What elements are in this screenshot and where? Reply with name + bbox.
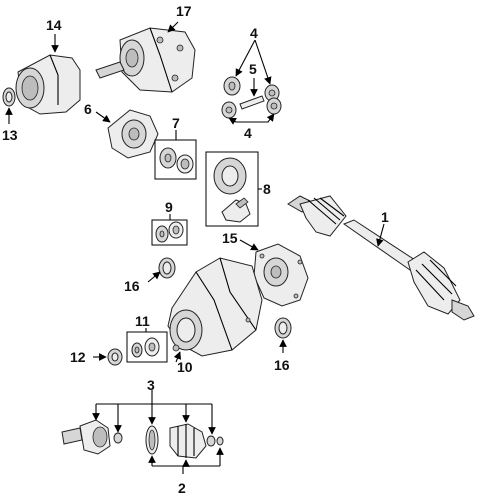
callout-7: 7 <box>172 115 180 131</box>
carrier-cover-part-15[interactable] <box>253 243 309 307</box>
callout-14: 14 <box>46 17 62 33</box>
callout-11: 11 <box>135 313 150 329</box>
clamp-small-left[interactable] <box>113 432 123 444</box>
clamp-small-right-1[interactable] <box>206 435 216 447</box>
carrier-housing-part-14[interactable] <box>15 54 81 115</box>
pinion-gear-part-4-left[interactable] <box>223 76 241 96</box>
callout-15: 15 <box>222 230 238 246</box>
part-11-group-box <box>126 331 168 363</box>
seal-part-12[interactable] <box>107 348 123 366</box>
pinion-shaft-part-5[interactable] <box>239 95 265 110</box>
callout-12: 12 <box>70 349 86 365</box>
callout-2: 2 <box>178 480 186 496</box>
callout-17: 17 <box>176 3 192 19</box>
differential-case-part-6[interactable] <box>107 109 159 159</box>
carrier-case-part-10[interactable] <box>167 257 263 357</box>
callout-labels: 14 13 17 4 5 4 6 7 8 1 9 15 16 11 12 10 … <box>2 3 389 496</box>
outer-cv-joint-housing[interactable] <box>61 419 111 455</box>
seal-part-16-upper[interactable] <box>158 257 176 279</box>
callout-16-lower: 16 <box>274 357 290 373</box>
seal-part-16-lower[interactable] <box>274 317 292 339</box>
side-gear-part-4-lower-right[interactable] <box>266 97 282 115</box>
cv-boot-clamp-ring[interactable] <box>145 425 159 455</box>
bearing-part-7[interactable] <box>159 147 194 174</box>
differential-assembly-part-17[interactable] <box>95 27 196 93</box>
callout-9: 9 <box>165 199 173 215</box>
callout-1: 1 <box>381 209 389 225</box>
side-gear-part-4-lower-left[interactable] <box>221 101 237 119</box>
callout-4-bottom: 4 <box>244 125 252 141</box>
callout-8: 8 <box>263 181 271 197</box>
bearing-part-11[interactable] <box>131 337 160 358</box>
leader-lines <box>5 21 385 474</box>
callout-16-upper: 16 <box>124 278 140 294</box>
ring-and-pinion-part-8[interactable] <box>213 157 251 223</box>
cv-boot[interactable] <box>169 423 207 459</box>
callout-5: 5 <box>249 61 257 77</box>
bearing-part-9[interactable] <box>155 221 184 243</box>
callout-4-top: 4 <box>250 25 258 41</box>
callout-3: 3 <box>147 377 155 393</box>
clamp-small-right-2[interactable] <box>216 436 224 446</box>
callout-13: 13 <box>2 127 18 143</box>
callout-6: 6 <box>84 101 92 117</box>
callout-10: 10 <box>177 359 193 375</box>
seal-part-13[interactable] <box>2 87 16 107</box>
